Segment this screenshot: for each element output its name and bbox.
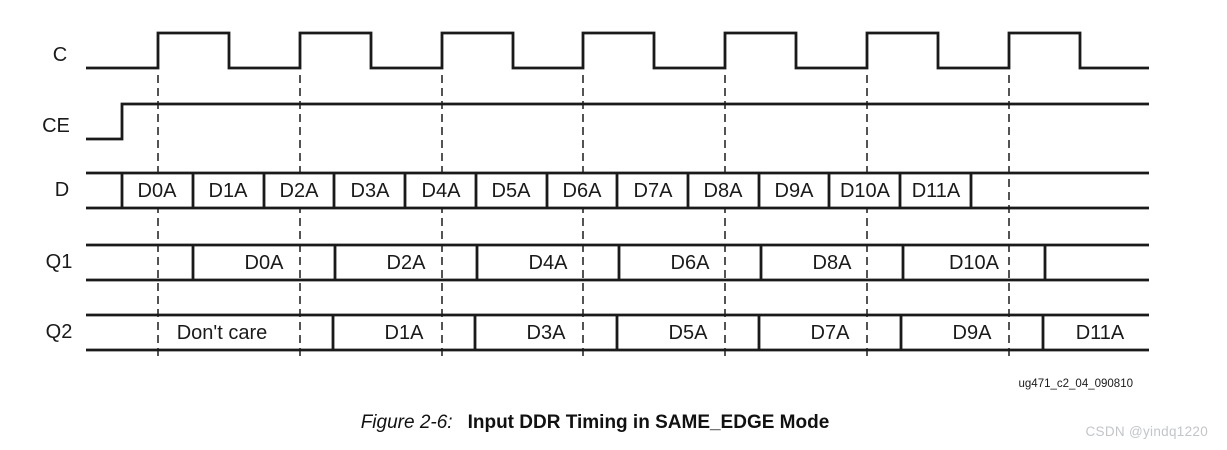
d-cell-label: D8A (704, 180, 744, 202)
signal-row-q2 (86, 313, 1149, 352)
d-cell-labels: D0A D1A D2A D3A D4A D5A D6A D7A D8A D9A … (138, 180, 961, 202)
d-cell-label: D0A (138, 180, 178, 202)
figure-title: Input DDR Timing in SAME_EDGE Mode (467, 412, 830, 433)
q2-cell-dividers (331, 315, 1045, 350)
q1-cell-label: D8A (813, 252, 853, 274)
d-cell-label: D1A (209, 180, 249, 202)
q2-cell-label: D1A (385, 322, 425, 344)
d-cell-label: D11A (912, 180, 961, 202)
d-cell-label: D9A (775, 180, 815, 202)
clock-edge-dashed-lines (157, 75, 1010, 360)
q2-cell-label: D7A (811, 322, 851, 344)
dont-care-label: Don't care (177, 322, 268, 344)
d-cell-label: D4A (422, 180, 462, 202)
q1-cell-label: D0A (245, 252, 285, 274)
signal-label-c: C (53, 44, 67, 66)
figure-caption: Figure 2-6: Input DDR Timing in SAME_EDGE… (0, 412, 1190, 434)
q2-cell-label: D11A (1076, 322, 1125, 344)
d-cell-label: D6A (563, 180, 603, 202)
q1-cell-label: D6A (671, 252, 711, 274)
signal-row-q1 (86, 243, 1149, 282)
c-waveform (86, 31, 1149, 70)
q1-cell-labels: D0A D2A D4A D6A D8A D10A (245, 252, 1000, 274)
signal-row-ce: CE (42, 102, 1149, 141)
q2-cell-label: D5A (669, 322, 709, 344)
q1-cell-label: D4A (529, 252, 569, 274)
d-cell-dividers (120, 173, 973, 208)
q1-track (86, 243, 1149, 282)
q2-cell-label: D9A (953, 322, 993, 344)
signal-label-d: D (55, 179, 69, 201)
figure-number: Figure 2-6: (360, 412, 453, 433)
d-cell-label: D3A (351, 180, 391, 202)
ce-waveform (86, 102, 1149, 141)
q2-cell-labels: Don't care D1A D3A D5A D7A D9A D11A (177, 322, 1125, 344)
q1-cell-dividers (191, 245, 1047, 280)
q1-cell-label: D10A (949, 252, 1000, 274)
signal-label-q1: Q1 (46, 251, 73, 273)
signal-row-d (86, 171, 1149, 210)
signal-label-q2: Q2 (46, 321, 73, 343)
csdn-watermark: CSDN @yindq1220 (1085, 424, 1208, 439)
signal-row-c: C (53, 31, 1149, 70)
signal-label-ce: CE (42, 115, 70, 137)
q2-cell-label: D3A (527, 322, 567, 344)
q1-cell-label: D2A (387, 252, 427, 274)
d-cell-label: D7A (634, 180, 674, 202)
drawing-ref-label: ug471_c2_04_090810 (1019, 378, 1133, 390)
d-cell-label: D2A (280, 180, 320, 202)
d-cell-label: D10A (840, 180, 891, 202)
d-cell-label: D5A (492, 180, 532, 202)
